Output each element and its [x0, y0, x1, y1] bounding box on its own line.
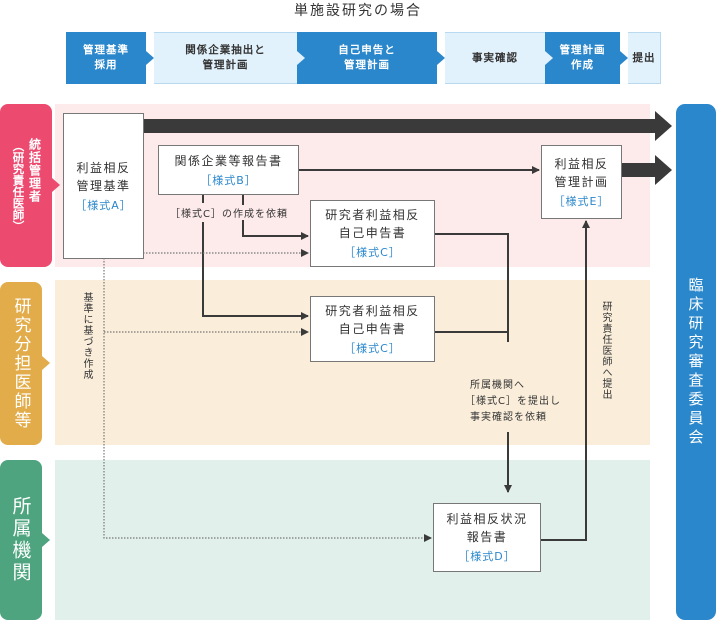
- box-form-c-principal: 研究者利益相反 自己申告書 ［様式C］: [310, 200, 435, 267]
- line-form-c1-to-institution: [434, 233, 509, 342]
- box-label: 管理基準: [76, 178, 131, 193]
- chevron-right-icon: [620, 51, 628, 65]
- process-step-submit: 提出: [628, 32, 661, 84]
- lane-principal-tab: （研究責任医師） 統括管理者: [0, 104, 52, 267]
- tab-pointer-icon: [42, 533, 50, 547]
- process-step-create-plan: 管理計画作成: [545, 32, 620, 84]
- form-code: ［様式D］: [458, 550, 516, 563]
- box-label: 利益相反状況: [446, 512, 528, 526]
- thick-arrow-head-icon: [655, 111, 672, 141]
- box-label: 関係企業等報告書: [174, 153, 283, 168]
- note-line: 事実確認を依頼: [470, 412, 547, 423]
- tab-pointer-icon: [42, 356, 50, 370]
- process-step-adopt-standard: 管理基準採用: [66, 32, 146, 84]
- note-request-form-c: ［様式C］の作成を依頼: [170, 205, 310, 220]
- box-form-b: 関係企業等報告書 ［様式B］: [158, 145, 299, 195]
- process-step-self-declaration: 自己申告と管理計画: [297, 32, 437, 84]
- box-form-d: 利益相反状況 報告書 ［様式D］: [433, 503, 541, 572]
- thick-arrow-form-a-to-committee: [143, 111, 672, 141]
- form-code: ［様式C］: [344, 341, 401, 355]
- form-code: ［様式A］: [75, 198, 132, 212]
- arrow-form-d-to-form-e: [540, 220, 590, 541]
- lane-institution-tab: 所属機関: [0, 460, 42, 620]
- process-step-fact-check: 事実確認: [445, 32, 545, 84]
- step-label: 管理計画: [559, 44, 606, 56]
- form-code: ［様式E］: [553, 194, 610, 208]
- thick-arrow-head-icon: [655, 155, 672, 185]
- step-label: 事実確認: [472, 51, 518, 64]
- lane-sub-investigator-tab: 研究分担医師等: [0, 282, 42, 445]
- note-submit-to-institution: 所属機関へ ［様式C］を提出し 事実確認を依頼: [465, 378, 565, 426]
- chevron-right-icon: [545, 51, 553, 65]
- step-label: 関係企業抽出と: [185, 44, 266, 56]
- note-submit-to-principal: 研究責任医師へ提出: [600, 301, 611, 400]
- note-line: ［様式C］を提出し: [465, 396, 561, 407]
- committee-label: 臨床研究審査委員会: [686, 276, 705, 448]
- box-form-c-sub-investigator: 研究者利益相反 自己申告書 ［様式C］: [310, 296, 435, 362]
- step-label: 自己申告と: [338, 44, 396, 56]
- step-label: 提出: [632, 51, 656, 64]
- step-label: 作成: [571, 59, 594, 71]
- box-label: 自己申告書: [338, 226, 407, 240]
- step-label: 管理計画: [344, 59, 390, 71]
- form-code: ［様式B］: [200, 173, 257, 187]
- note-line: 所属機関へ: [470, 380, 525, 391]
- thick-arrow-shaft: [621, 163, 655, 177]
- lane-principal-label: 統括管理者: [27, 138, 42, 203]
- thick-arrow-form-e-to-committee: [621, 155, 672, 185]
- dotted-arrow-form-a-to-form-d: [103, 258, 432, 542]
- box-label: 研究者利益相反: [325, 303, 420, 318]
- box-label: 利益相反: [76, 160, 131, 175]
- step-label: 管理基準: [83, 44, 129, 56]
- box-label: 利益相反: [554, 156, 609, 171]
- box-label: 自己申告書: [338, 321, 407, 336]
- diagram-title: 単施設研究の場合: [294, 3, 422, 19]
- chevron-right-icon: [297, 51, 305, 65]
- box-label: 管理計画: [554, 174, 609, 189]
- step-label: 採用: [94, 59, 118, 71]
- thick-arrow-shaft: [143, 119, 655, 133]
- box-form-e: 利益相反 管理計画 ［様式E］: [541, 145, 622, 219]
- ethics-committee-bar: 臨床研究審査委員会: [676, 104, 716, 620]
- form-code: ［様式C］: [344, 246, 401, 259]
- chevron-right-icon: [146, 51, 154, 65]
- lane-principal-sublabel: （研究責任医師）: [11, 139, 26, 232]
- lane-institution-label: 所属機関: [9, 496, 32, 584]
- tab-pointer-icon: [52, 178, 60, 192]
- step-label: 管理計画: [202, 59, 249, 71]
- note-based-on-standard: 基準に基づき作成: [81, 292, 92, 380]
- box-label: 研究者利益相反: [325, 208, 420, 222]
- process-step-extract-companies: 関係企業抽出と管理計画: [154, 32, 297, 84]
- box-label: 報告書: [466, 530, 508, 544]
- lane-sub-investigator-label: 研究分担医師等: [10, 297, 31, 430]
- chevron-right-icon: [437, 51, 445, 65]
- box-form-a: 利益相反 管理基準 ［様式A］: [63, 113, 144, 259]
